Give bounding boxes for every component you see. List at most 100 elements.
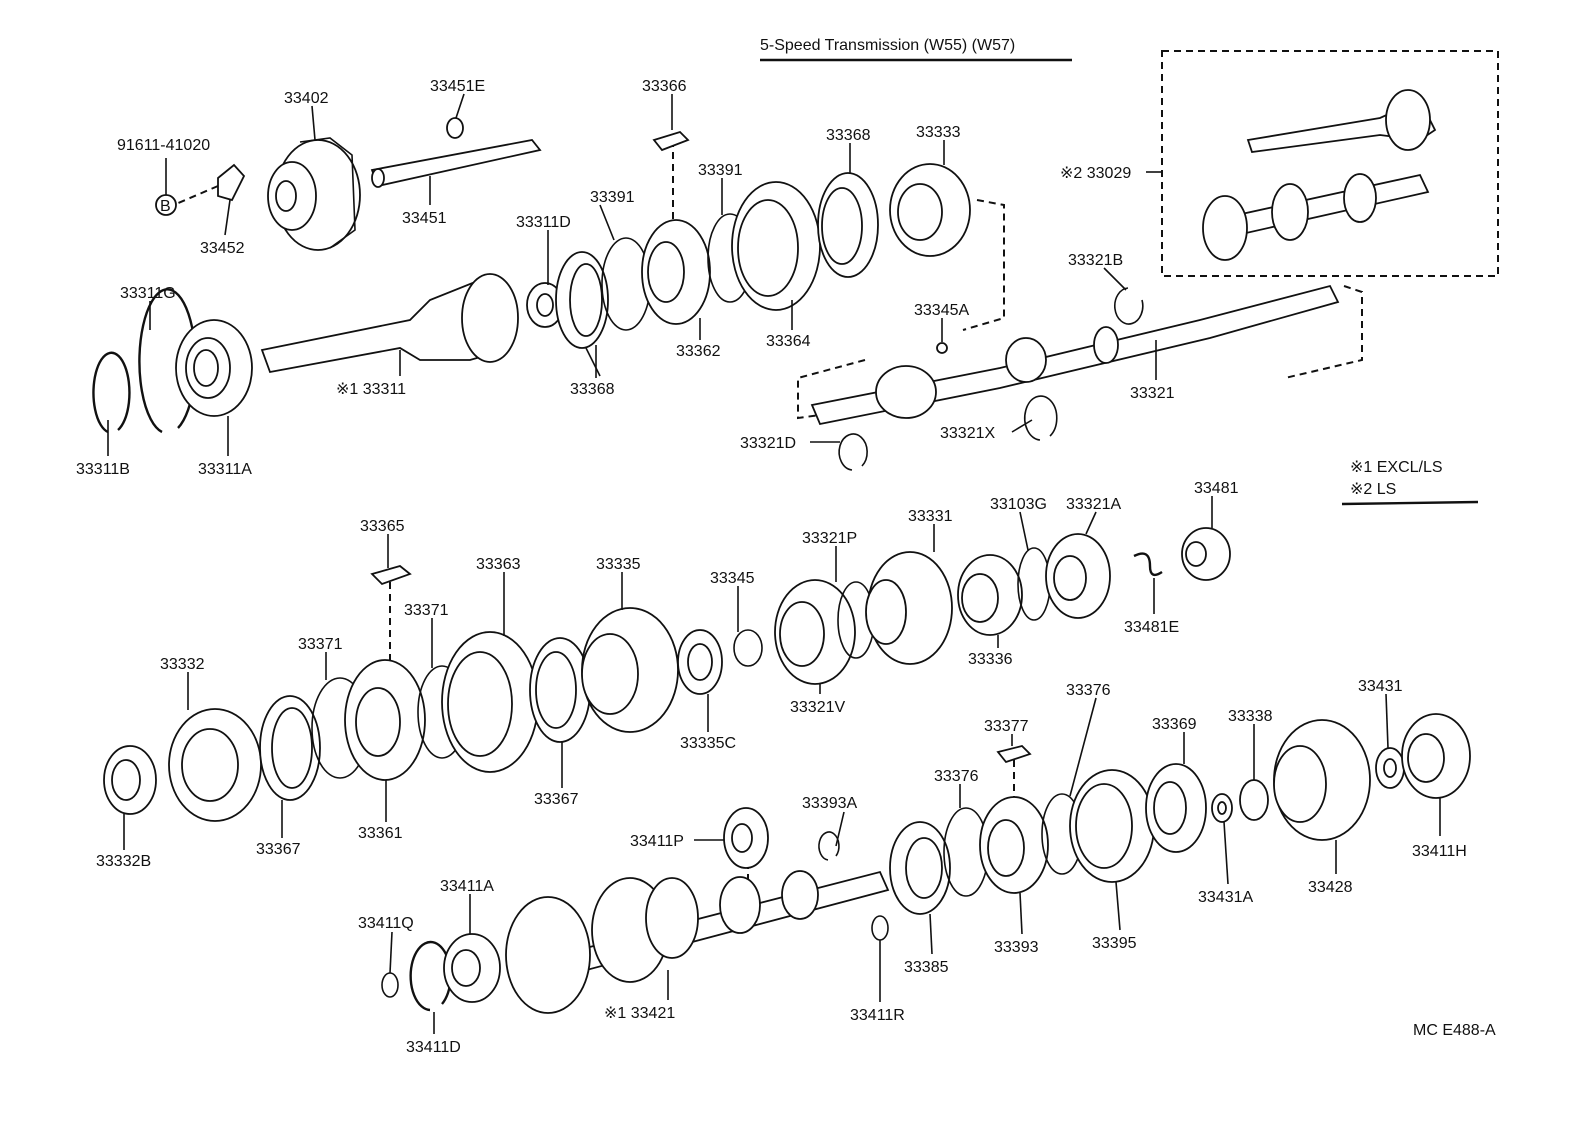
part-33368-ring (555, 251, 609, 349)
label-33402: 33402 (284, 90, 329, 107)
label-33332: 33332 (160, 656, 205, 673)
part-33365-key (370, 565, 412, 586)
part-33393A-snap-ring (818, 831, 840, 861)
part-33311-input-shaft (260, 273, 519, 374)
label-33335C: 33335C (680, 735, 736, 752)
label-33393: 33393 (994, 939, 1039, 956)
label-33311A: 33311A (198, 461, 252, 478)
part-33311B-snap-ring (92, 351, 131, 434)
label-33385: 33385 (904, 959, 949, 976)
part-33393-hub (979, 796, 1049, 894)
label-33367-left: 33367 (256, 841, 301, 858)
part-33364-sleeve (731, 181, 821, 311)
label-33393A: 33393A (802, 795, 857, 812)
label-33371-left: 33371 (298, 636, 343, 653)
label-33411R: 33411R (850, 1007, 905, 1024)
label-33345: 33345 (710, 570, 755, 587)
part-33361-hub (344, 659, 426, 781)
label-33361: 33361 (358, 825, 403, 842)
label-33411P: 33411P (630, 833, 684, 850)
label-33321X: 33321X (940, 425, 995, 442)
label-33481E: 33481E (1124, 619, 1179, 636)
label-33411D: 33411D (406, 1039, 461, 1056)
label-33376-left: 33376 (934, 768, 979, 785)
part-33336-gear (957, 554, 1023, 636)
label-33376-top: 33376 (1066, 682, 1111, 699)
label-33364: 33364 (766, 333, 811, 350)
part-33377-key (996, 745, 1032, 764)
label-33481: 33481 (1194, 480, 1239, 497)
part-33481E-spring (1133, 552, 1163, 577)
part-33321V-sleeve (774, 579, 856, 685)
part-33333-gear (889, 163, 971, 257)
label-33391-right: 33391 (698, 162, 743, 179)
legend-item-1: ※1 EXCL/LS (1350, 459, 1443, 476)
part-33311A-bearing (175, 319, 253, 417)
label-91611-41020: 91611-41020 (117, 137, 210, 154)
label-33451E: 33451E (430, 78, 485, 95)
ls-assembly-box (1161, 50, 1499, 277)
part-33481-gear (1181, 527, 1231, 581)
part-33369-gear (1145, 763, 1207, 853)
label-33395: 33395 (1092, 935, 1137, 952)
label-33377: 33377 (984, 718, 1029, 735)
label-33345A: 33345A (914, 302, 969, 319)
part-33395-sleeve (1069, 769, 1155, 883)
label-33421: ※1 33421 (604, 1005, 675, 1022)
label-33311D: 33311D (516, 214, 571, 231)
label-33369: 33369 (1152, 716, 1197, 733)
label-33338: 33338 (1228, 708, 1273, 725)
part-33402-gear (267, 137, 361, 251)
part-33321D-snap-ring (838, 433, 868, 471)
label-33321P: 33321P (802, 530, 857, 547)
label-33311B: 33311B (76, 461, 130, 478)
part-33411A-bearing (443, 933, 501, 1003)
bracket-33321-left (797, 359, 866, 420)
part-33321-output-shaft (810, 284, 1340, 426)
label-33365: 33365 (360, 518, 405, 535)
part-33029-ls-assembly (1202, 89, 1437, 261)
part-33385-ring (889, 821, 951, 915)
part-33411P-bearing (723, 807, 769, 869)
label-33411Q: 33411Q (358, 915, 414, 932)
label-33362: 33362 (676, 343, 721, 360)
label-33366: 33366 (642, 78, 687, 95)
part-33421-counter-gear (505, 870, 890, 1014)
part-33103G-ring (1017, 547, 1051, 621)
part-33411H-bearing (1401, 713, 1471, 799)
label-33451: 33451 (402, 210, 447, 227)
part-number-labels: 91611-41020 33452 33402 33451E 33451 333… (76, 78, 1467, 1056)
label-33311: ※1 33311 (336, 381, 406, 398)
label-33103G: 33103G (990, 496, 1047, 513)
label-33321B: 33321B (1068, 252, 1123, 269)
part-33331-gear (865, 551, 953, 665)
label-33452: 33452 (200, 240, 245, 257)
legend-item-2: ※2 LS (1350, 481, 1396, 498)
label-33335: 33335 (596, 556, 641, 573)
footer-code: MC E488-A (1413, 1022, 1496, 1039)
part-33367-ring-right (529, 637, 591, 743)
part-33362-hub (641, 219, 711, 325)
label-33029: ※2 33029 (1060, 165, 1131, 182)
part-33332B-bearing (103, 745, 157, 815)
label-33368-mid: 33368 (570, 381, 615, 398)
label-33363: 33363 (476, 556, 521, 573)
part-33345A-ball (936, 342, 948, 354)
label-33428: 33428 (1308, 879, 1353, 896)
part-33451E-clip (446, 117, 464, 139)
label-33367-right: 33367 (534, 791, 579, 808)
label-33431A: 33431A (1198, 889, 1253, 906)
part-33321X-snap-ring (1024, 395, 1058, 441)
part-b-bolt-marker: B (155, 194, 177, 216)
label-33331: 33331 (908, 508, 953, 525)
part-33338-bearing (1239, 779, 1269, 821)
part-33431-washer (1375, 747, 1405, 789)
legend-underline (1341, 500, 1479, 506)
circle-marker-b: B (160, 198, 171, 215)
bracket-33321-right (1284, 285, 1363, 379)
label-33336: 33336 (968, 651, 1013, 668)
label-33332B: 33332B (96, 853, 151, 870)
part-33428-gear (1273, 719, 1371, 841)
